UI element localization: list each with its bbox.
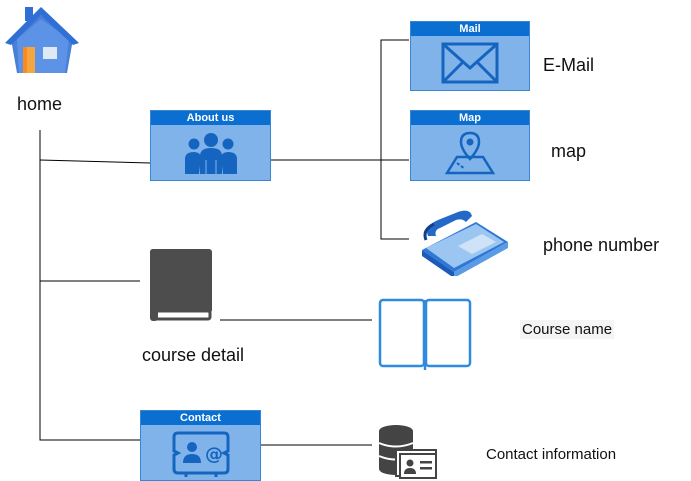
home-label: home	[17, 94, 63, 114]
database-contacts-icon	[378, 425, 437, 479]
house-icon	[5, 7, 79, 73]
trunk-line	[39, 130, 140, 441]
phone-label: phone number	[543, 235, 660, 255]
right-branch-spine	[380, 39, 409, 240]
course-name-label: Course name	[520, 320, 615, 339]
home-about-connector	[39, 159, 151, 164]
map-header: Map	[411, 111, 529, 125]
envelope-icon	[441, 42, 499, 84]
svg-text:@: @	[205, 444, 223, 465]
mail-card[interactable]: Mail	[410, 21, 530, 91]
about-us-card[interactable]: About us	[150, 110, 271, 181]
about-us-header: About us	[151, 111, 270, 125]
contact-information-label: Contact information	[486, 446, 617, 463]
course-detail-label: course detail	[142, 345, 245, 365]
contact-card-icon: @	[172, 431, 229, 477]
map-card[interactable]: Map	[410, 110, 530, 181]
users-icon	[184, 132, 237, 174]
contact-card[interactable]: Contact @	[140, 410, 261, 481]
telephone-icon	[422, 210, 508, 276]
email-label: E-Mail	[543, 55, 595, 75]
map-pin-icon	[444, 131, 496, 174]
mail-header: Mail	[411, 22, 529, 36]
contact-header: Contact	[141, 411, 260, 425]
map-label: map	[551, 141, 587, 161]
open-book-icon	[378, 298, 472, 370]
book-icon	[150, 249, 212, 321]
